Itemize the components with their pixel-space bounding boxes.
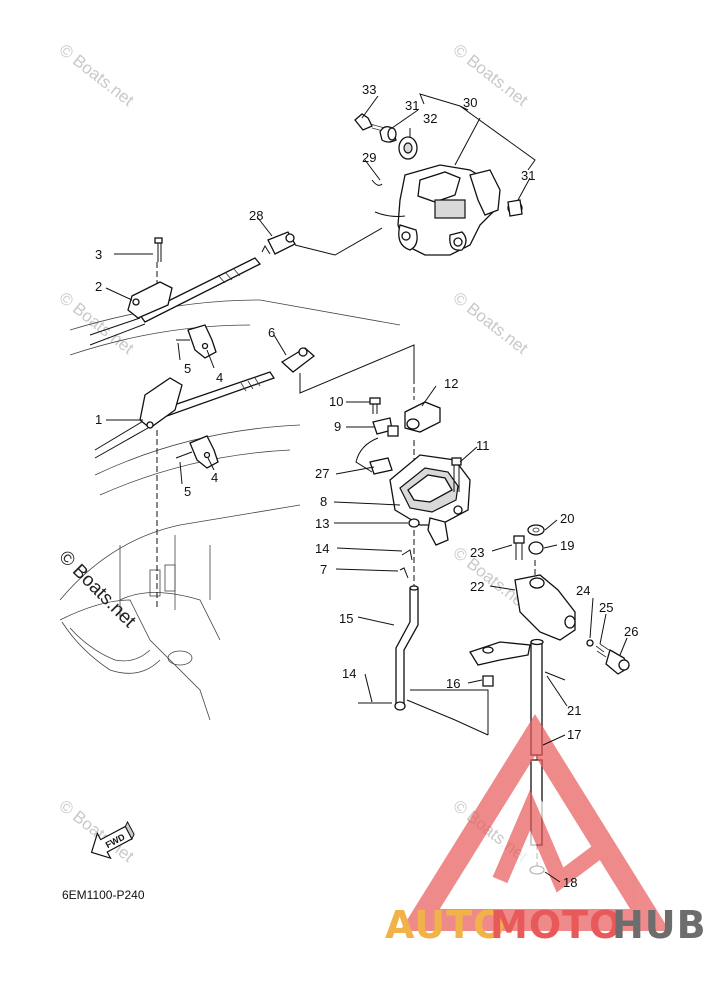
callout-23: 23 xyxy=(470,545,484,560)
bracket-1 xyxy=(139,377,183,429)
bracket-2 xyxy=(127,237,173,319)
cable-end-28 xyxy=(261,231,296,255)
callout-21: 21 xyxy=(567,703,581,718)
automotohub-logo xyxy=(400,714,670,931)
callout-10: 10 xyxy=(329,394,343,409)
callout-4: 4 xyxy=(216,370,223,385)
shift-lever-15 xyxy=(358,549,494,711)
callout-18: 18 xyxy=(563,875,577,890)
callout-8: 8 xyxy=(320,494,327,509)
throttle-cable-upper xyxy=(89,257,262,346)
callout-27: 27 xyxy=(315,466,329,481)
cable-link-lines xyxy=(294,227,489,736)
callout-5: 5 xyxy=(184,361,191,376)
callout-15: 15 xyxy=(339,611,353,626)
clip-4-upper xyxy=(176,324,217,359)
callout-6: 6 xyxy=(268,325,275,340)
callout-5: 5 xyxy=(184,484,191,499)
callout-11: 11 xyxy=(476,438,490,453)
callout-26: 26 xyxy=(624,624,638,639)
automotohub-wordmark: AUTO MOTO HUB xyxy=(385,903,707,947)
callout-19: 19 xyxy=(560,538,574,553)
callout-16: 16 xyxy=(446,676,460,691)
callout-24: 24 xyxy=(576,583,590,598)
watermark-text: © Boats.net xyxy=(56,40,138,110)
watermark-layer: © Boats.net © Boats.net © Boats.net © Bo… xyxy=(56,40,532,866)
shift-cable-lower xyxy=(94,347,316,459)
callout-25: 25 xyxy=(599,600,613,615)
callout-9: 9 xyxy=(334,419,341,434)
leader-lines xyxy=(105,93,628,883)
callout-33: 33 xyxy=(362,82,376,97)
control-unit-assembly xyxy=(354,113,523,256)
callout-20: 20 xyxy=(560,511,574,526)
callout-13: 13 xyxy=(315,516,329,531)
callout-30: 30 xyxy=(463,95,477,110)
callout-4: 4 xyxy=(211,470,218,485)
brand-hub-text: HUB xyxy=(612,903,707,947)
callout-29: 29 xyxy=(362,150,376,165)
callout-labels: 33 31 30 32 29 31 28 3 2 5 4 6 1 5 4 12 … xyxy=(95,82,638,890)
engine-casing-outline xyxy=(59,299,401,721)
callout-14: 14 xyxy=(342,666,356,681)
watermark-text-large: © Boats.net xyxy=(54,547,140,633)
callout-7: 7 xyxy=(320,562,327,577)
callout-17: 17 xyxy=(567,727,581,742)
callout-31: 31 xyxy=(405,98,419,113)
drawing-code: 6EM1100-P240 xyxy=(62,888,145,902)
callout-22: 22 xyxy=(470,579,484,594)
watermark-text: © Boats.net xyxy=(450,40,532,110)
clip-4-lower xyxy=(175,435,219,469)
plate-8-assembly xyxy=(355,397,471,546)
callout-2: 2 xyxy=(95,279,102,294)
brand-auto-text: AUTO xyxy=(385,903,506,947)
brand-moto-text: MOTO xyxy=(490,903,622,947)
bracket-22-assembly xyxy=(513,524,630,675)
callout-28: 28 xyxy=(249,208,263,223)
callout-14: 14 xyxy=(315,541,329,556)
callout-12: 12 xyxy=(444,376,458,391)
callout-32: 32 xyxy=(423,111,437,126)
watermark-text: © Boats.net xyxy=(450,288,532,358)
callout-1: 1 xyxy=(95,412,102,427)
callout-3: 3 xyxy=(95,247,102,262)
callout-31: 31 xyxy=(521,168,535,183)
